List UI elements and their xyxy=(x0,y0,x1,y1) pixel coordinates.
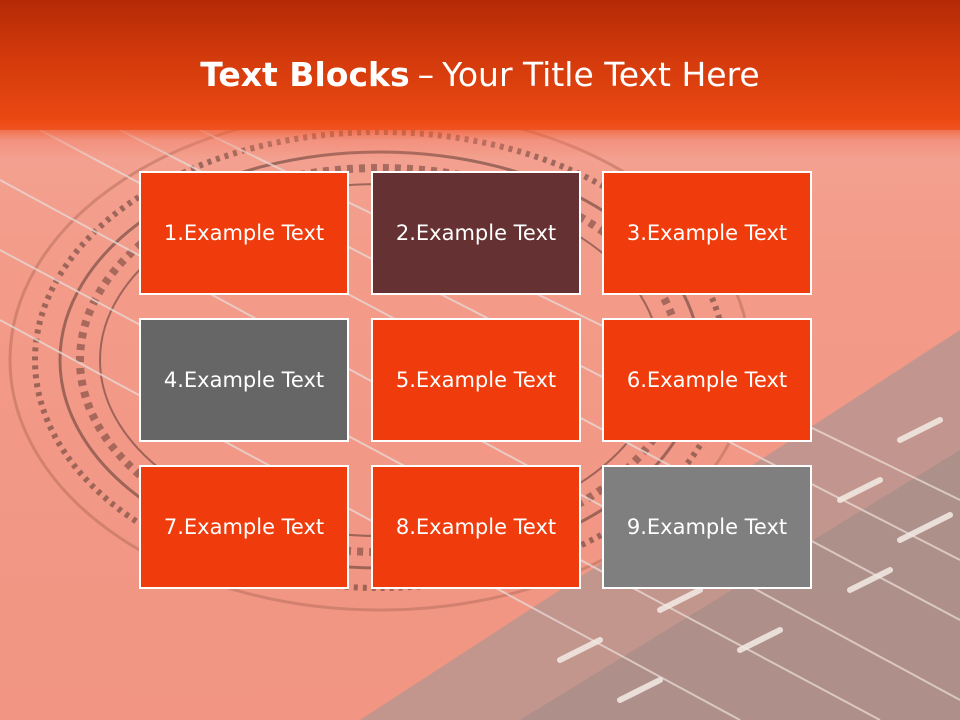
text-block-7[interactable]: 7.Example Text xyxy=(139,465,349,589)
text-block-label: 5.Example Text xyxy=(395,368,557,392)
text-block-5[interactable]: 5.Example Text xyxy=(371,318,581,442)
text-block-8[interactable]: 8.Example Text xyxy=(371,465,581,589)
text-block-label: 6.Example Text xyxy=(626,368,788,392)
title-rest-text: Your Title Text Here xyxy=(442,55,760,94)
text-block-label: 8.Example Text xyxy=(395,515,557,539)
text-block-9[interactable]: 9.Example Text xyxy=(602,465,812,589)
title-dash: – xyxy=(417,55,435,94)
text-block-label: 3.Example Text xyxy=(626,221,788,245)
text-block-label: 4.Example Text xyxy=(163,368,325,392)
text-block-1[interactable]: 1.Example Text xyxy=(139,171,349,295)
text-block-3[interactable]: 3.Example Text xyxy=(602,171,812,295)
text-block-label: 7.Example Text xyxy=(163,515,325,539)
text-block-grid: 1.Example Text 2.Example Text 3.Example … xyxy=(139,171,815,593)
text-block-2[interactable]: 2.Example Text xyxy=(371,171,581,295)
slide-title: Text Blocks–Your Title Text Here xyxy=(0,52,960,98)
title-bar-fade xyxy=(0,120,960,160)
text-block-label: 1.Example Text xyxy=(163,221,325,245)
text-block-6[interactable]: 6.Example Text xyxy=(602,318,812,442)
text-block-label: 9.Example Text xyxy=(626,515,788,539)
text-block-4[interactable]: 4.Example Text xyxy=(139,318,349,442)
text-block-label: 2.Example Text xyxy=(395,221,557,245)
title-bar xyxy=(0,0,960,130)
title-bold-text: Text Blocks xyxy=(200,55,410,94)
